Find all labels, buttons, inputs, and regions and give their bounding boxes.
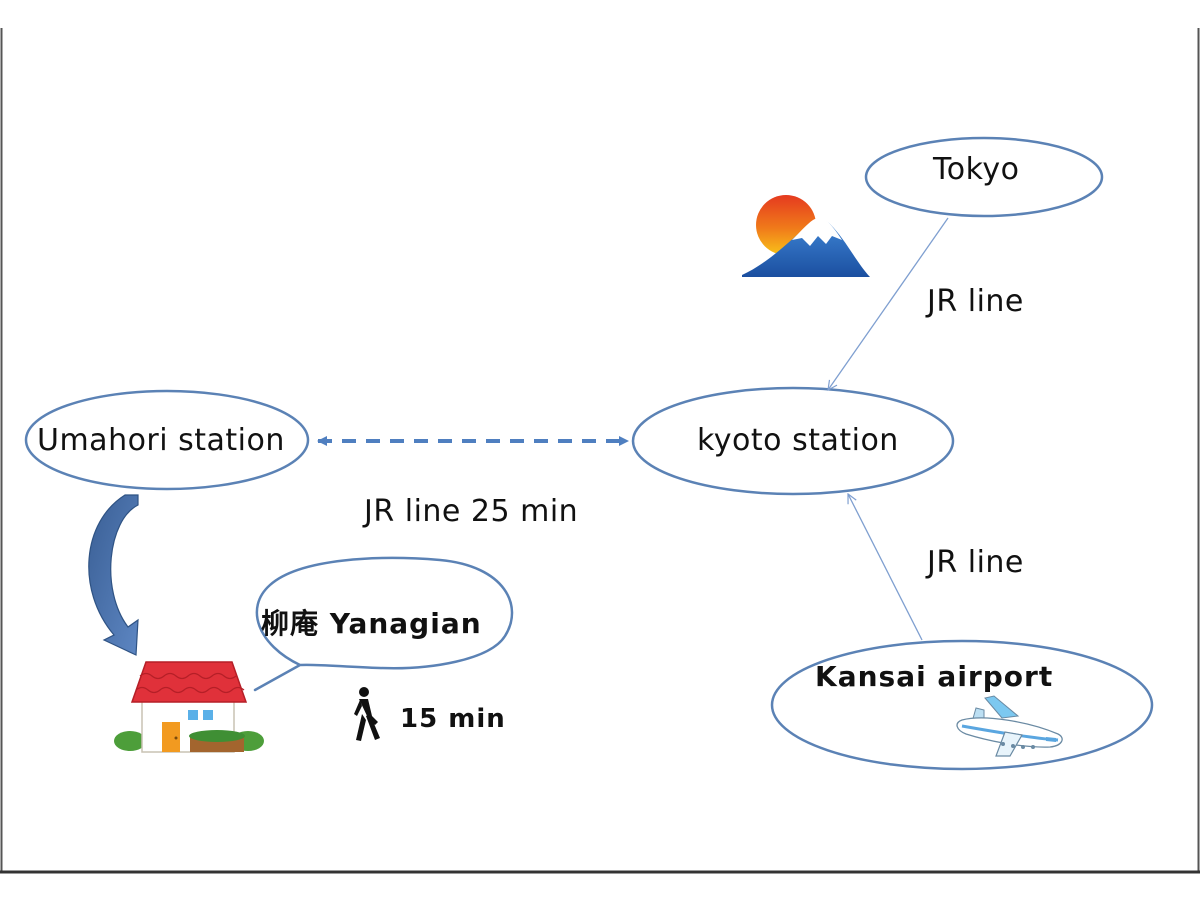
walk-time-label: 15 min (400, 704, 506, 734)
tokyo-node (864, 136, 1104, 218)
yanagian-label: 柳庵 Yanagian (261, 607, 482, 640)
mount-fuji-sunrise-icon (742, 195, 870, 277)
umahori-station-node (24, 389, 310, 491)
umahori-station-label: Umahori station (37, 423, 285, 458)
curved-arrow-icon (88, 494, 139, 656)
kyoto-station-label: kyoto station (697, 423, 899, 458)
tokyo-to-kyoto-arrow (828, 217, 949, 390)
house-icon (114, 661, 264, 753)
kansai-airport-label: Kansai airport (815, 660, 1054, 693)
umahori-kyoto-line-label: JR line 25 min (364, 494, 579, 529)
yanagian-speech-bubble (253, 556, 514, 692)
walking-person-icon (354, 687, 380, 741)
tokyo-label: Tokyo (933, 152, 1020, 187)
kansai-kyoto-line-label: JR line (927, 545, 1024, 580)
kansai-to-kyoto-arrow (848, 494, 923, 641)
kyoto-station-node (631, 386, 955, 496)
airplane-icon (956, 695, 1063, 757)
tokyo-kyoto-line-label: JR line (927, 284, 1024, 319)
